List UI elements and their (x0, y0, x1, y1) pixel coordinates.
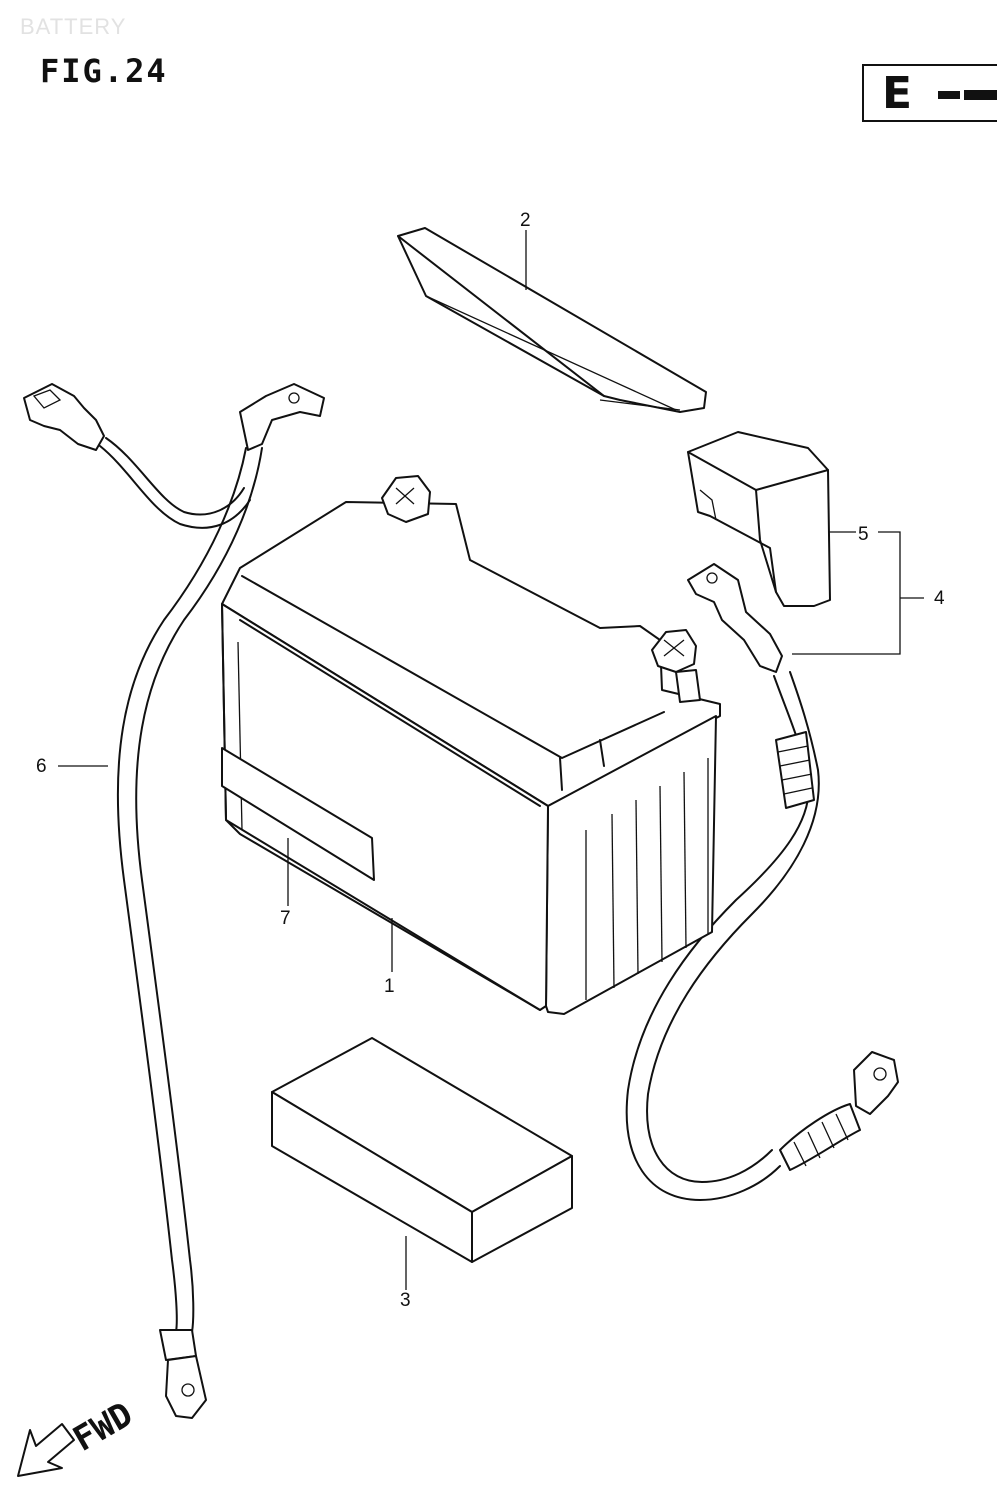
region-code-bar (964, 90, 997, 100)
callout-6: 6 (36, 756, 47, 777)
region-code-letter: E (882, 68, 913, 119)
forward-label: FWD (67, 1394, 140, 1459)
leader-lines (58, 230, 924, 1290)
section-watermark: BATTERY (20, 14, 127, 39)
part-4-positive-cable[interactable] (625, 563, 899, 1201)
part-6-negative-cable[interactable] (23, 383, 325, 1419)
part-5-terminal-cover[interactable] (687, 431, 831, 607)
callout-3: 3 (400, 1290, 411, 1311)
callout-4: 4 (934, 588, 945, 609)
region-code-dash (938, 91, 960, 99)
part-2-battery-plate[interactable] (397, 227, 707, 413)
callout-2: 2 (520, 210, 531, 231)
forward-arrow-icon (17, 1423, 75, 1477)
figure-title: FIG.24 (40, 52, 168, 90)
callout-7: 7 (280, 908, 291, 929)
part-1-battery[interactable] (221, 475, 721, 1015)
callout-5: 5 (858, 524, 869, 545)
forward-direction-indicator: FWD (17, 1394, 140, 1477)
callout-1: 1 (384, 976, 395, 997)
part-3-battery-pad[interactable] (271, 1037, 573, 1263)
region-code-box: E (862, 64, 997, 122)
